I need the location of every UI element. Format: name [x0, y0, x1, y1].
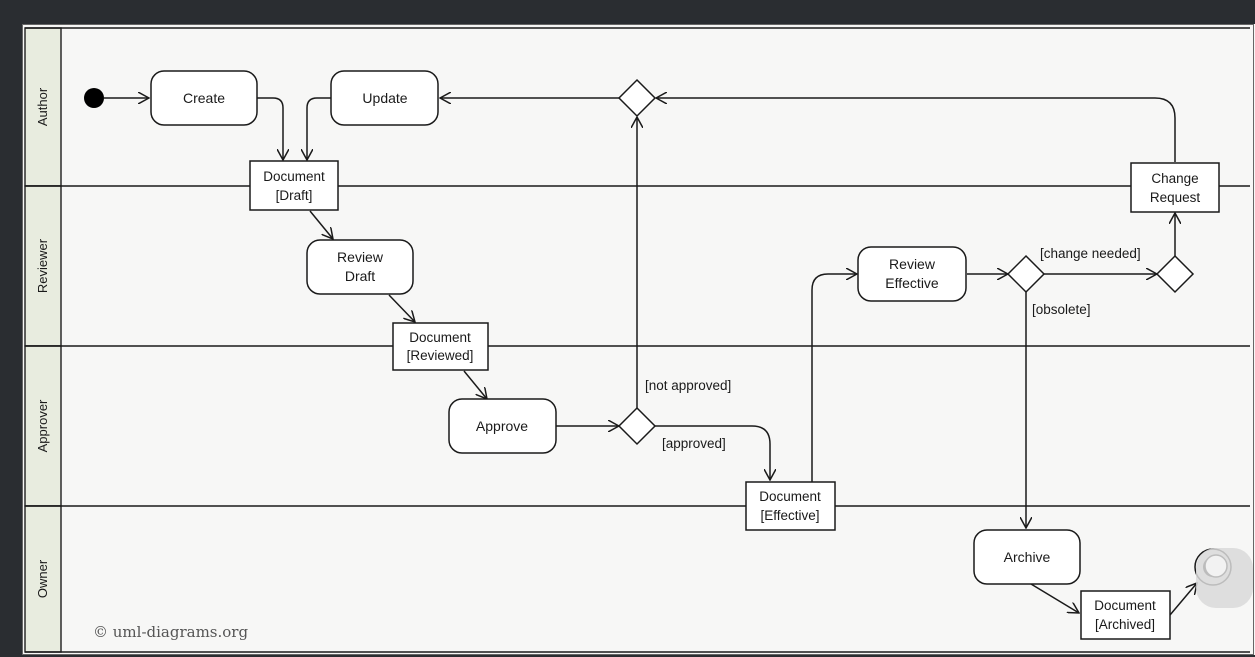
flow-archived-to-final [1169, 583, 1197, 616]
flow-update-to-draft [307, 97, 331, 160]
decision-node-approval [617, 406, 657, 446]
object-change-request-line1: Change [1151, 171, 1198, 186]
action-update-label: Update [362, 90, 407, 106]
object-document-effective-line1: Document [759, 489, 821, 504]
flow-effective-to-review [811, 274, 857, 482]
merge-node-top [617, 78, 657, 118]
object-document-archived [1080, 590, 1171, 640]
action-create-label: Create [183, 90, 225, 106]
action-review-draft-line2: Draft [345, 268, 375, 284]
object-document-archived-line2: [Archived] [1095, 617, 1155, 632]
action-approve-label: Approve [476, 418, 528, 434]
object-document-reviewed-line1: Document [409, 330, 471, 345]
action-review-draft [306, 239, 414, 295]
lane-label-reviewer: Reviewer [35, 238, 50, 293]
object-document-archived-line1: Document [1094, 598, 1156, 613]
guard-change-needed: [change needed] [1040, 246, 1141, 261]
action-review-effective [857, 246, 967, 302]
initial-node [84, 88, 104, 108]
action-approve [448, 398, 557, 454]
object-document-draft-line1: Document [263, 169, 325, 184]
decision-node-review [1006, 254, 1046, 294]
flow-draft-to-review [309, 210, 333, 239]
object-document-reviewed-line2: [Reviewed] [407, 348, 474, 363]
lane-header-approver [24, 345, 62, 507]
flow-change-request-to-merge [656, 98, 1176, 162]
flow-approved [655, 425, 770, 480]
action-review-effective-line2: Effective [885, 275, 939, 291]
flow-create-to-draft [257, 97, 283, 160]
action-archive [973, 529, 1081, 585]
flow-reviewed-to-approve [463, 370, 487, 399]
diagram-frame [22, 24, 1254, 655]
flow-review-to-reviewed [388, 294, 415, 322]
object-document-effective [745, 481, 836, 531]
guard-not-approved: [not approved] [645, 378, 731, 393]
overlay-widget[interactable] [1196, 548, 1253, 608]
object-change-request [1130, 162, 1220, 213]
lane-header-author [24, 27, 62, 187]
lane-label-owner: Owner [35, 559, 50, 598]
copyright-text: © uml-diagrams.org [93, 623, 248, 641]
action-archive-label: Archive [1004, 549, 1051, 565]
merge-node-change [1155, 254, 1195, 294]
lane-label-approver: Approver [35, 399, 50, 452]
action-create [150, 70, 258, 126]
object-document-effective-line2: [Effective] [760, 508, 819, 523]
action-review-draft-line1: Review [337, 249, 384, 265]
object-change-request-line2: Request [1150, 190, 1201, 205]
guard-approved: [approved] [662, 436, 726, 451]
object-document-draft-line2: [Draft] [276, 188, 313, 203]
action-update [330, 70, 439, 126]
flow-archive-to-archived [1030, 583, 1079, 613]
object-document-reviewed [392, 322, 489, 371]
lane-label-author: Author [35, 87, 50, 126]
action-review-effective-line1: Review [889, 256, 936, 272]
overlay-widget-icon[interactable] [1204, 554, 1228, 578]
guard-obsolete: [obsolete] [1032, 302, 1091, 317]
object-document-draft [249, 160, 339, 211]
